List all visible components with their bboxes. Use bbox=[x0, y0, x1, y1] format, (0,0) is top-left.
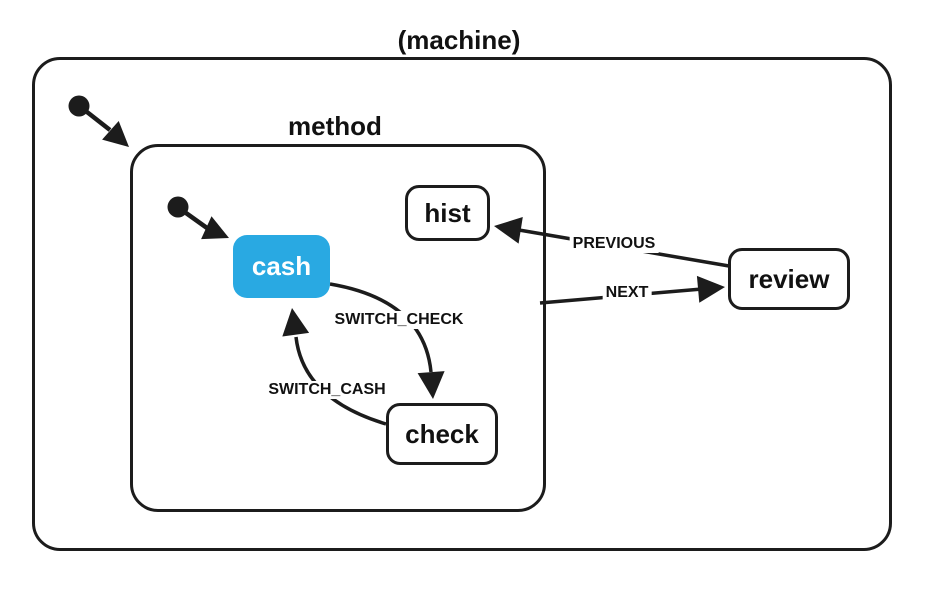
initial-state-dot bbox=[68, 95, 90, 117]
machine-title: (machine) bbox=[397, 25, 521, 55]
state-node-cash-active[interactable]: cash bbox=[233, 235, 330, 298]
arrowhead bbox=[102, 121, 129, 147]
initial-arrow-line bbox=[85, 110, 112, 132]
arrowhead bbox=[282, 308, 310, 337]
method-initial-state-arrow bbox=[167, 196, 229, 240]
method-title: method bbox=[288, 111, 382, 141]
state-node-review[interactable]: review bbox=[728, 248, 850, 310]
arrowhead bbox=[201, 216, 229, 240]
transition-label-previous[interactable]: PREVIOUS bbox=[569, 235, 659, 253]
arrowhead bbox=[696, 275, 725, 303]
state-node-hist[interactable]: hist bbox=[405, 185, 490, 241]
initial-state-dot bbox=[167, 196, 189, 218]
arrowhead bbox=[417, 371, 445, 399]
machine-container bbox=[32, 57, 892, 551]
transition-label-next[interactable]: NEXT bbox=[602, 284, 652, 302]
transition-label-switch-check[interactable]: SWITCH_CHECK bbox=[331, 311, 467, 329]
method-container bbox=[130, 144, 546, 512]
transition-label-switch-cash[interactable]: SWITCH_CASH bbox=[265, 381, 389, 399]
machine-initial-state-arrow bbox=[68, 95, 129, 147]
state-node-check[interactable]: check bbox=[386, 403, 498, 465]
initial-arrow-line bbox=[184, 211, 209, 230]
arrowhead bbox=[494, 217, 523, 244]
